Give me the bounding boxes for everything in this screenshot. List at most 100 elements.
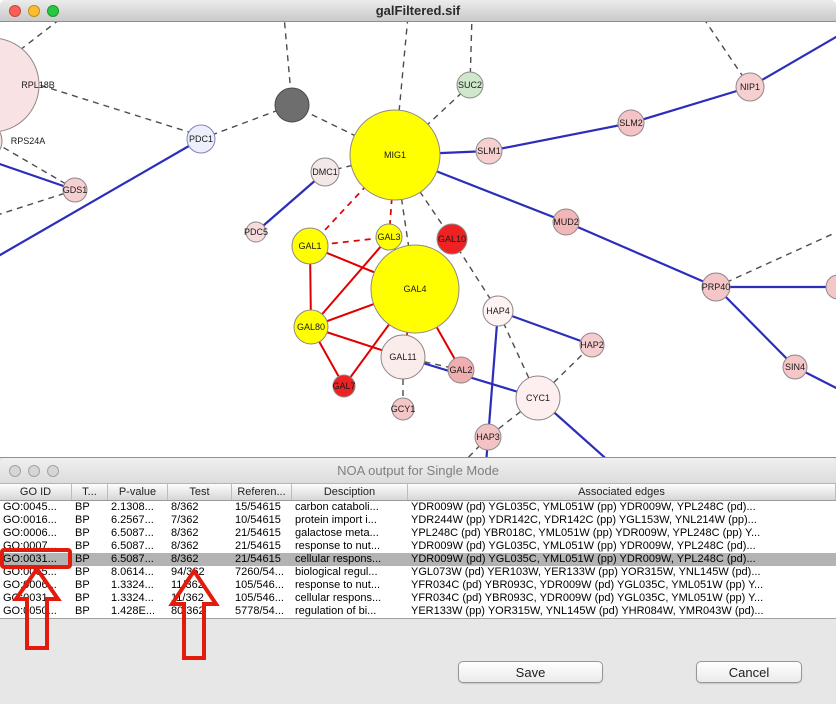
table-cell: protein import i... — [295, 514, 377, 526]
graph-edge[interactable] — [0, 160, 76, 192]
zoom-button[interactable] — [47, 5, 59, 17]
table-cell: response to nut... — [295, 540, 380, 552]
table-cell: 8/362 — [171, 540, 199, 552]
graph-edge[interactable] — [255, 171, 326, 233]
graph-edge[interactable] — [0, 138, 202, 262]
window-titlebar: galFiltered.sif — [0, 0, 836, 22]
graph-node-cyc1[interactable] — [515, 375, 561, 421]
graph-node-slm2[interactable] — [617, 109, 645, 137]
table-cell: 8/362 — [171, 553, 199, 565]
column-header[interactable]: Associated edges — [408, 484, 836, 500]
graph-node-label: GAL1 — [298, 241, 321, 251]
column-header[interactable]: T... — [72, 484, 108, 500]
graph-node-gal4[interactable] — [370, 244, 460, 334]
graph-edge[interactable] — [0, 189, 76, 218]
table-cell: cellular respons... — [295, 592, 382, 604]
graph-node-gal3[interactable] — [375, 223, 403, 251]
graph-edge[interactable] — [310, 236, 390, 328]
graph-node-rpl18b[interactable] — [0, 38, 40, 132]
graph-node-label: PDC5 — [244, 227, 268, 237]
graph-edge[interactable] — [565, 220, 717, 289]
graph-node-hap4[interactable] — [482, 295, 514, 327]
graph-node-label: SLM2 — [619, 118, 643, 128]
column-header[interactable]: Desciption — [292, 484, 408, 500]
graph-node[interactable] — [274, 87, 310, 123]
column-header[interactable]: P-value — [108, 484, 168, 500]
graph-node-hap2[interactable] — [579, 332, 605, 358]
graph-node-gal11[interactable] — [380, 334, 426, 380]
table-cell: 11/362 — [171, 579, 204, 591]
graph-node-pdc5[interactable] — [245, 221, 267, 243]
graph-edge[interactable] — [0, 142, 67, 185]
table-cell: 94/362 — [171, 566, 205, 578]
close-button[interactable] — [9, 5, 21, 17]
graph-node-gal7[interactable] — [332, 374, 356, 398]
minimize-button[interactable] — [28, 5, 40, 17]
table-cell: 6.2567... — [111, 514, 154, 526]
graph-node-sin4[interactable] — [782, 354, 808, 380]
graph-node-gds1[interactable] — [62, 177, 88, 203]
graph-node-dmc1[interactable] — [310, 157, 340, 187]
graph-edge[interactable] — [715, 286, 796, 368]
table-cell: BP — [75, 514, 90, 526]
table-cell: 8.0614... — [111, 566, 154, 578]
graph-node-gal10[interactable] — [436, 223, 468, 255]
column-header[interactable]: Referen... — [232, 484, 292, 500]
save-button[interactable]: Save — [458, 661, 603, 683]
graph-node-mig1[interactable] — [349, 109, 441, 201]
graph-node-gcy1[interactable] — [391, 397, 415, 421]
graph-node-mud2[interactable] — [552, 208, 580, 236]
graph-node-gal2[interactable] — [447, 356, 475, 384]
table-cell: response to nut... — [295, 579, 380, 591]
table-cell: GO:0006... — [3, 579, 57, 591]
minimize-button-inactive[interactable] — [28, 465, 40, 477]
column-header[interactable]: Test — [168, 484, 232, 500]
graph-edge[interactable] — [19, 22, 64, 51]
graph-node[interactable] — [825, 274, 836, 300]
graph-edge[interactable] — [630, 85, 751, 125]
table-cell: 1.3324... — [111, 579, 154, 591]
table-cell: GO:0031... — [3, 592, 57, 604]
graph-node-label: SIN4 — [785, 362, 805, 372]
graph-node-hap3[interactable] — [474, 423, 502, 451]
zoom-button-inactive[interactable] — [47, 465, 59, 477]
graph-edge[interactable] — [291, 104, 396, 156]
close-button-inactive[interactable] — [9, 465, 21, 477]
graph-node-label: PDC1 — [189, 134, 213, 144]
graph-edge[interactable] — [29, 81, 196, 135]
graph-node-slm1[interactable] — [475, 137, 503, 165]
graph-edge[interactable] — [497, 309, 593, 347]
graph-node-rps24a[interactable] — [0, 123, 3, 159]
noa-window-titlebar: NOA output for Single Mode — [0, 458, 836, 484]
graph-node-nip1[interactable] — [735, 72, 765, 102]
graph-node-suc2[interactable] — [456, 71, 484, 99]
table-cell: 105/546... — [235, 592, 284, 604]
graph-node-prp40[interactable] — [701, 272, 731, 302]
graph-edge[interactable] — [715, 227, 836, 288]
graph-edge[interactable] — [488, 121, 632, 153]
graph-node-label: SUC2 — [458, 80, 482, 90]
table-cell: 21/54615 — [235, 527, 281, 539]
graph-node-pdc1[interactable] — [186, 124, 216, 154]
table-cell: YGL073W (pd) YER103W, YER133W (pp) YOR31… — [411, 566, 761, 578]
column-header[interactable]: GO ID — [0, 484, 72, 500]
graph-node-label: RPS24A — [11, 136, 46, 146]
table-cell: YPL248C (pd) YBR018C, YML051W (pp) YDR00… — [411, 527, 761, 539]
graph-node-gal80[interactable] — [293, 309, 329, 345]
cancel-button[interactable]: Cancel — [696, 661, 802, 683]
table-cell: 21/54615 — [235, 540, 281, 552]
graph-node-gal1[interactable] — [291, 227, 329, 265]
graph-edge[interactable] — [749, 30, 836, 88]
